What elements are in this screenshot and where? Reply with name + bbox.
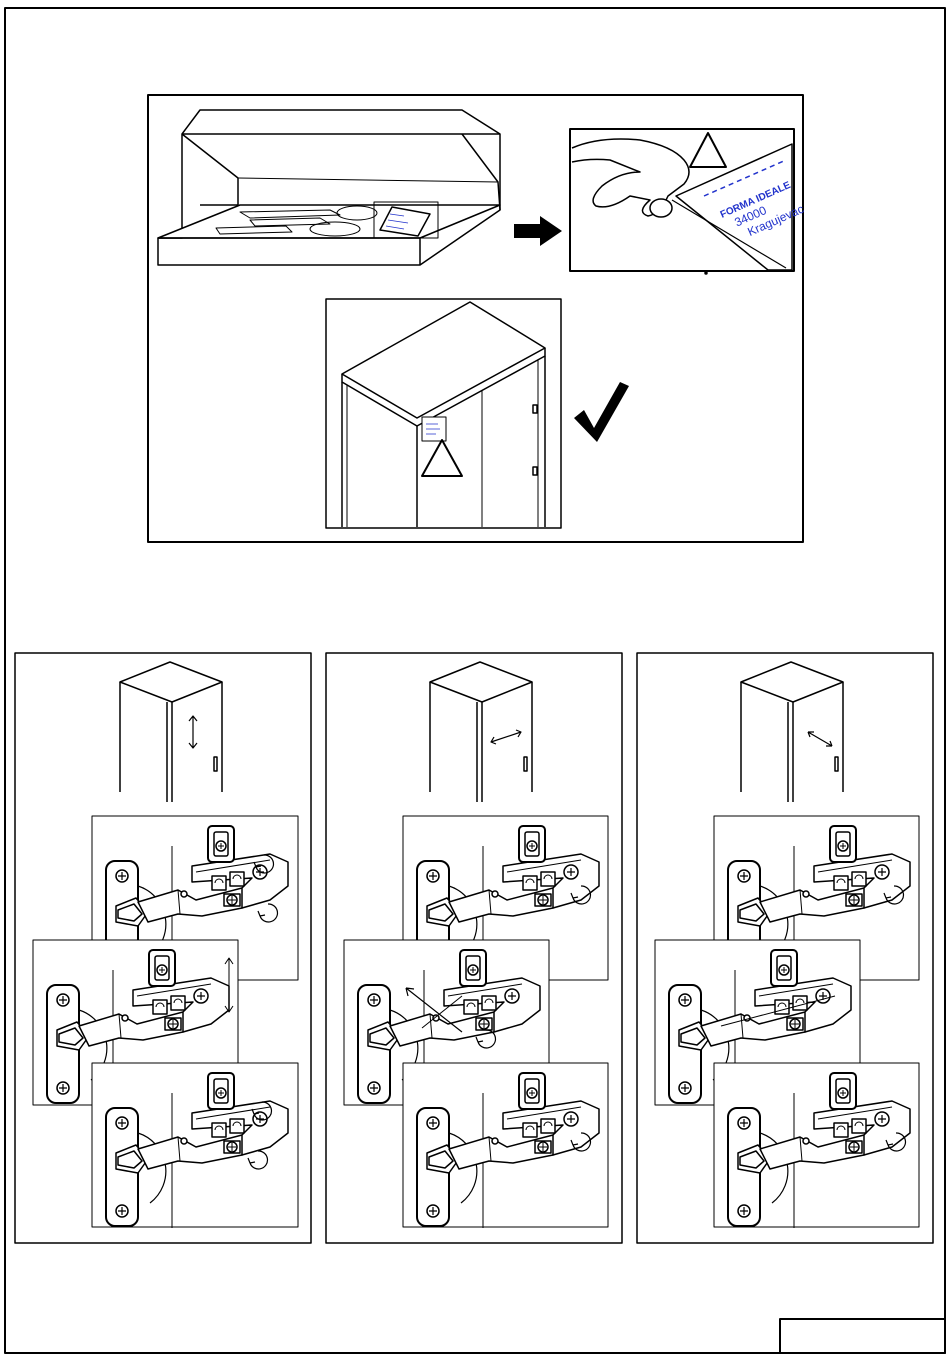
open-box-illustration [158, 110, 500, 265]
hinge-panel-lateral [326, 653, 622, 1243]
depth-arrow-icon [808, 732, 832, 746]
title-block [780, 1319, 945, 1353]
hinge-panel-depth [637, 653, 933, 1243]
sticker-peel-illustration: FORMA IDEALE 34000 Kragujevac [570, 129, 806, 274]
top-instruction-panel: FORMA IDEALE 34000 Kragujevac [148, 95, 806, 542]
lateral-arrow-icon [491, 730, 521, 744]
right-arrow-icon [514, 216, 562, 246]
checkmark-icon [574, 382, 629, 442]
hinge-panel-vertical [15, 653, 311, 1243]
vertical-arrow-icon [189, 716, 197, 748]
cabinet-warning-triangle-icon [422, 440, 462, 476]
warning-triangle-icon [690, 133, 726, 167]
assembled-cabinet-illustration [326, 299, 561, 540]
